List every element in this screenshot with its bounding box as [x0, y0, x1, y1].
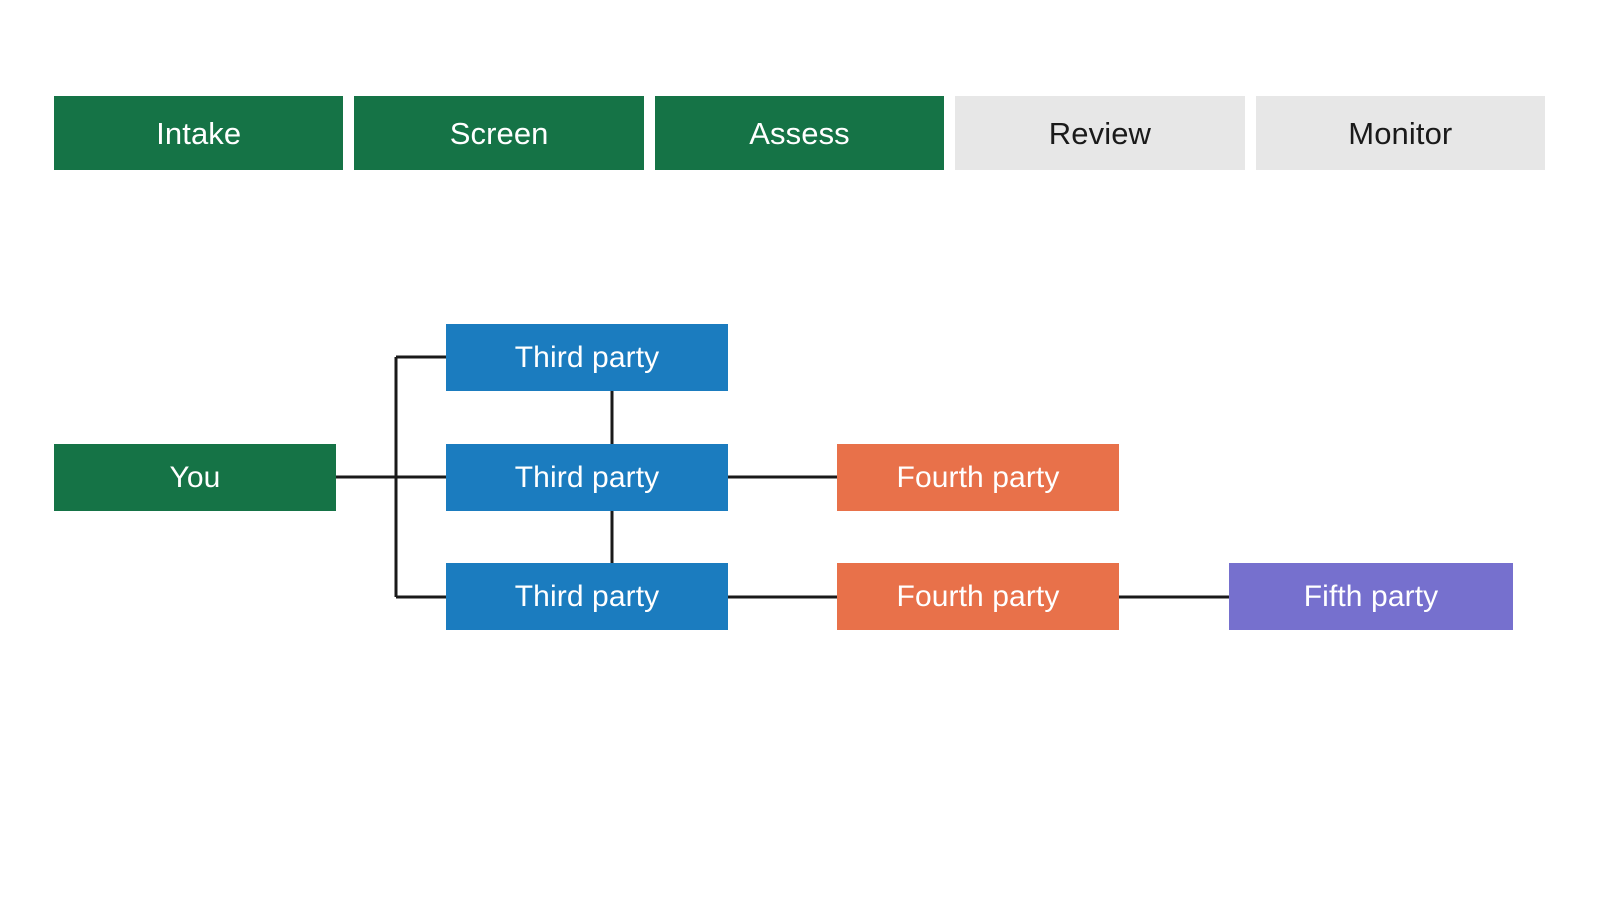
node-you[interactable]: You	[54, 444, 336, 511]
stage-bar: Intake Screen Assess Review Monitor	[54, 96, 1546, 170]
stage-label: Screen	[449, 115, 549, 151]
node-label: Third party	[514, 579, 660, 613]
node-third-party-3[interactable]: Third party	[446, 563, 728, 630]
node-label: You	[169, 460, 221, 494]
node-label: Fifth party	[1303, 579, 1439, 613]
node-label: Third party	[514, 340, 660, 374]
node-label: Third party	[514, 460, 660, 494]
stage-pill-assess[interactable]: Assess	[654, 96, 945, 170]
node-label: Fourth party	[896, 579, 1060, 613]
stage-label: Intake	[156, 115, 242, 151]
node-third-party-2[interactable]: Third party	[446, 444, 728, 511]
node-fourth-party-1[interactable]: Fourth party	[837, 444, 1119, 511]
node-label: Fourth party	[896, 460, 1060, 494]
node-fourth-party-2[interactable]: Fourth party	[837, 563, 1119, 630]
node-fifth-party-1[interactable]: Fifth party	[1229, 563, 1513, 630]
stage-pill-monitor[interactable]: Monitor	[1255, 96, 1546, 170]
stage-pill-screen[interactable]: Screen	[354, 96, 644, 170]
stage-pill-intake[interactable]: Intake	[54, 96, 344, 170]
stage-label: Review	[1048, 115, 1152, 151]
stage-pill-review[interactable]: Review	[955, 96, 1245, 170]
node-third-party-1[interactable]: Third party	[446, 324, 728, 391]
stage-label: Assess	[749, 115, 850, 151]
stage-label: Monitor	[1348, 115, 1453, 151]
